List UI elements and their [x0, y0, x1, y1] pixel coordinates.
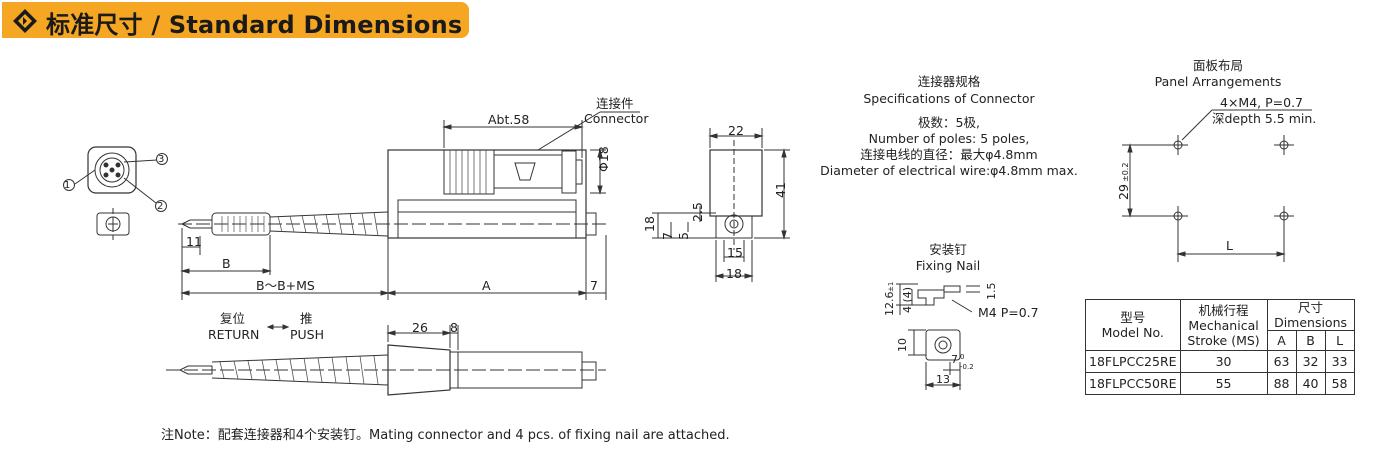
fixing-nail-dim-1-5: 1.5 [985, 282, 998, 301]
cell-l: 33 [1324, 350, 1355, 373]
section-title: 标准尺寸 / Standard Dimensions [46, 11, 463, 39]
dim-b-range: B～B+MS [256, 278, 315, 293]
panel-dim-l: L [1226, 238, 1233, 253]
callout-2: 2 [157, 201, 164, 212]
connector-spec-line1-en: Number of poles: 5 poles, [868, 131, 1030, 146]
table-row: 18FLPCC25RE 30 63 32 33 [1085, 350, 1355, 373]
cell-stroke: 30 [1179, 350, 1268, 373]
connector-label-cn: 连接件 [596, 96, 634, 111]
cell-a: 88 [1266, 372, 1297, 395]
main-side-view [178, 111, 640, 300]
push-label-en: PUSH [290, 327, 325, 342]
fixing-nail-title-cn: 安装钉 [929, 242, 967, 257]
fixing-nail-thread: M4 P=0.7 [978, 305, 1039, 320]
dim-18-vertical: 18 [642, 216, 657, 232]
cell-b: 32 [1295, 350, 1326, 373]
dim-18-horizontal: 18 [726, 266, 742, 281]
fixing-nail-dim-7-tol-up: 0 [960, 353, 965, 361]
panel-title-cn: 面板布局 [1192, 58, 1243, 73]
fixing-nail-dim-4: 4 (4) [901, 286, 914, 313]
fixing-nail-view [896, 283, 980, 390]
fixing-nail-dim-12-6: 12.6 [883, 291, 896, 317]
fixing-nail-dim-10: 10 [896, 338, 909, 352]
dim-2-5-vertical: 2.5 [690, 202, 705, 222]
connector-spec-title-en: Specifications of Connector [863, 91, 1035, 106]
panel-depth-spec: 深depth 5.5 min. [1212, 111, 1317, 126]
connector-spec-title-cn: 连接器规格 [917, 74, 981, 89]
fixing-nail-title-en: Fixing Nail [915, 258, 981, 273]
dim-7-vertical: 7 [660, 232, 675, 240]
section-banner: 标准尺寸 / Standard Dimensions [2, 2, 469, 39]
cell-stroke: 55 [1179, 372, 1268, 395]
dim-abt58: Abt.58 [488, 112, 530, 127]
dim-5-vertical: 5 [676, 232, 691, 240]
dim-22: 22 [728, 123, 744, 138]
cell-a: 63 [1266, 350, 1297, 373]
cell-b: 40 [1295, 372, 1326, 395]
dim-7: 7 [590, 278, 598, 293]
footnote: 注Note：配套连接器和4个安装钉。Mating connector and 4… [161, 428, 730, 443]
callout-1: 1 [64, 180, 71, 191]
return-label-en: RETURN [208, 327, 260, 342]
cell-model: 18FLPCC50RE [1085, 372, 1181, 395]
dim-8: 8 [450, 320, 458, 335]
header-a: A [1266, 330, 1297, 351]
dim-26: 26 [412, 320, 428, 335]
connector-spec-line2-en: Diameter of electrical wire:φ4.8mm max. [820, 163, 1078, 178]
dim-b: B [222, 256, 231, 271]
end-view [652, 128, 790, 282]
panel-arrangement-view [1122, 109, 1312, 262]
fixing-nail-dim-7: 7 [951, 353, 958, 366]
header-l: L [1324, 330, 1355, 351]
lower-side-view [166, 324, 606, 396]
fixing-nail-dim-13: 13 [936, 373, 950, 386]
fixing-nail-dim-12-6-tol: ±1 [887, 281, 895, 292]
cell-l: 58 [1324, 372, 1355, 395]
dim-15: 15 [727, 245, 743, 260]
panel-title-en: Panel Arrangements [1154, 74, 1282, 89]
callout-3: 3 [158, 154, 165, 165]
connector-end-view [63, 146, 168, 240]
push-label-cn: 推 [300, 311, 313, 326]
table-row: 18FLPCC50RE 55 88 40 58 [1085, 372, 1355, 395]
connector-spec-line2-cn: 连接电线的直径：最大φ4.8mm [860, 147, 1038, 162]
dim-11: 11 [186, 234, 202, 249]
fixing-nail-dim-7-tol-dn: -0.2 [960, 363, 974, 371]
panel-dim-29: 29 [1116, 184, 1131, 200]
header-b: B [1295, 330, 1326, 351]
connector-spec-line1-cn: 极数：5极, [918, 115, 980, 130]
dim-a: A [482, 278, 491, 293]
cell-model: 18FLPCC25RE [1085, 350, 1181, 373]
diamond-arrow-icon [13, 9, 37, 33]
panel-thread-spec: 4×M4, P=0.7 [1220, 95, 1304, 110]
connector-label-en: Connector [584, 111, 649, 126]
panel-dim-29-tol: ±0.2 [1121, 162, 1130, 182]
dim-phi18: Φ18 [596, 146, 611, 172]
return-label-cn: 复位 [220, 311, 246, 326]
dim-41: 41 [773, 182, 788, 198]
